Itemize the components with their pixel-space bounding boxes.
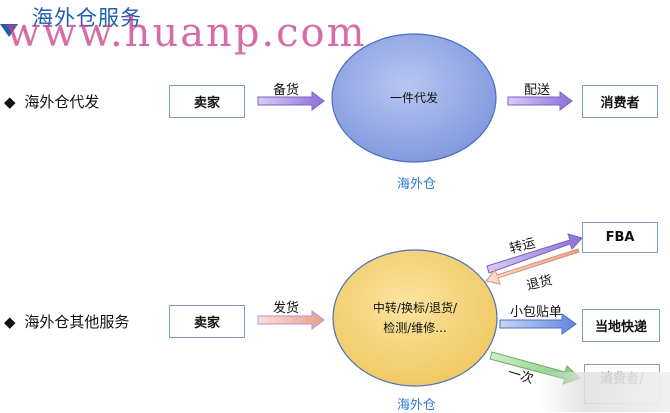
diamond-bullet-icon: ◆ <box>4 313 16 331</box>
blurred-overlay <box>540 372 670 412</box>
circle2-text-line2: 检测/维修... <box>383 321 447 335</box>
section1-heading: ◆ 海外仓代发 <box>4 91 99 112</box>
section1-label: 海外仓代发 <box>24 93 100 111</box>
label-delivery: 配送 <box>524 83 551 98</box>
arrow-delivery <box>507 91 573 111</box>
local-express-box: 当地快递 <box>582 309 660 342</box>
circle-overseas-warehouse-2 <box>332 249 498 387</box>
arrow-stock-in <box>257 91 325 111</box>
circle-overseas-warehouse-1 <box>331 33 497 163</box>
arrow-return <box>485 248 580 285</box>
consumer-box-1: 消费者 <box>582 85 658 118</box>
label-ship-in: 发货 <box>273 301 300 316</box>
seller-box-2: 卖家 <box>169 305 245 338</box>
label-parcel: 小包贴单 <box>510 305 563 320</box>
circle1-caption: 海外仓 <box>397 177 437 192</box>
circle2-caption: 海外仓 <box>397 398 437 413</box>
circle2-text-line1: 中转/换标/退货/ <box>372 301 458 315</box>
arrow-parcel-label <box>499 313 577 335</box>
seller-box-1: 卖家 <box>169 85 245 118</box>
watermark: www.huanp.com <box>6 10 367 56</box>
arrow-ship-in <box>257 310 325 330</box>
diamond-bullet-icon: ◆ <box>4 93 16 111</box>
section2-label: 海外仓其他服务 <box>24 313 130 331</box>
label-stock-in: 备货 <box>273 83 300 98</box>
section2-heading: ◆ 海外仓其他服务 <box>4 311 129 332</box>
title-marker-icon <box>0 24 18 37</box>
circle1-text: 一件代发 <box>389 91 438 105</box>
arrow-transfer <box>486 233 583 274</box>
circle2-text: 中转/换标/退货/ 检测/维修... <box>340 298 490 338</box>
fba-box: FBA <box>582 222 658 253</box>
page-title: 海外仓服务 <box>32 6 142 30</box>
